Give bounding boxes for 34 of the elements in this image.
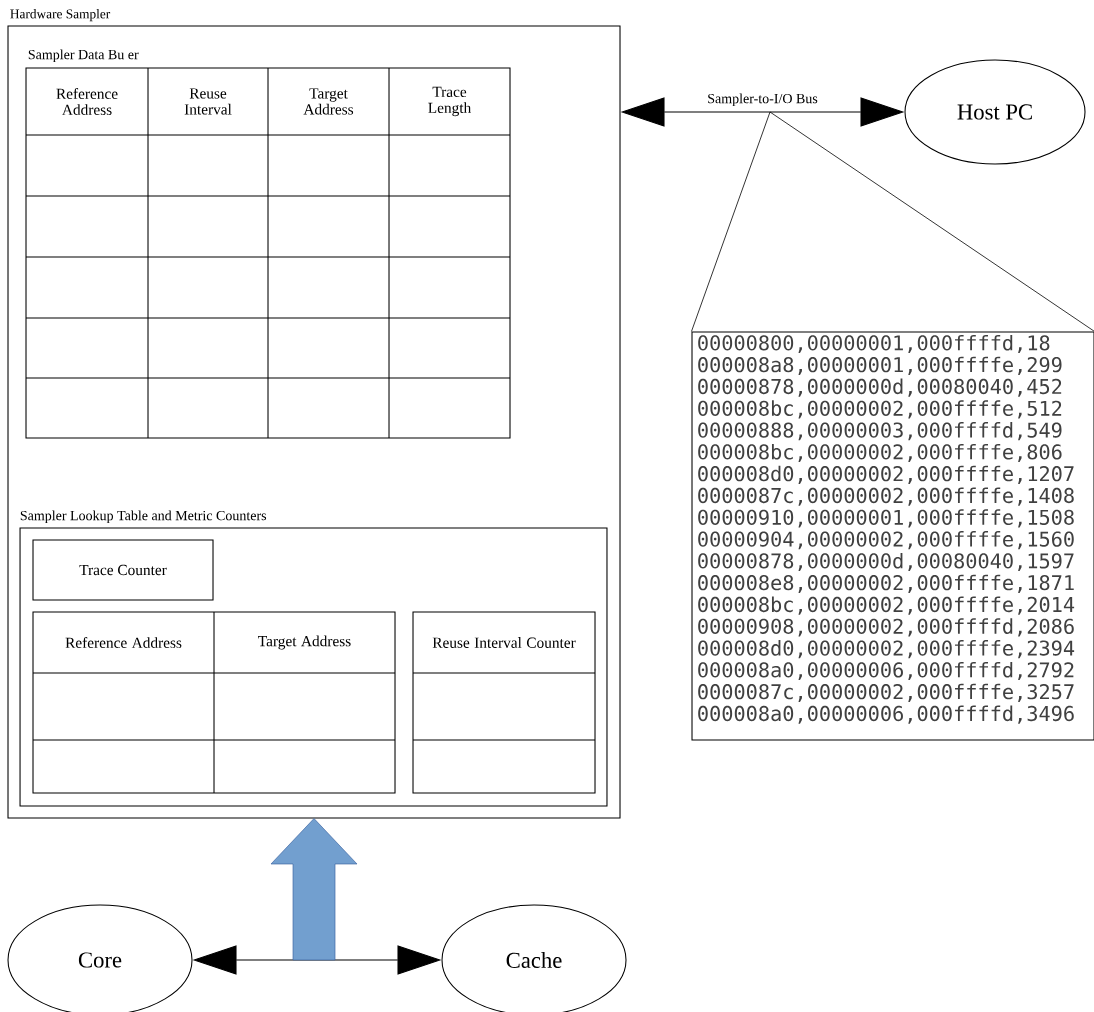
trace-line: 000008bc,00000002,000ffffe,512 bbox=[698, 400, 1062, 419]
trace-line: 000008a8,00000001,000ffffe,299 bbox=[698, 356, 1062, 375]
trace-line: 000008bc,00000002,000ffffe,2014 bbox=[698, 596, 1075, 615]
box-heading: Hardware Sampler bbox=[10, 9, 111, 22]
column-header: Reference Address bbox=[65, 637, 182, 648]
trace-line: 00000878,0000000d,00080040,452 bbox=[698, 378, 1062, 397]
trace-line: 00000878,0000000d,00080040,1597 bbox=[698, 552, 1074, 572]
column-header: Trace Length bbox=[428, 86, 472, 117]
trace-line: 00000904,00000002,000ffffe,1560 bbox=[698, 531, 1074, 550]
block-arrow bbox=[270, 818, 358, 961]
trace-line: 000008a0,00000006,000ffffd,2792 bbox=[698, 661, 1074, 681]
trace-line: 000008a0,00000006,000ffffd,3496 bbox=[698, 705, 1074, 724]
trace-line: 00000908,00000002,000ffffd,2086 bbox=[698, 618, 1074, 637]
ellipse-node: Host PC bbox=[904, 59, 1086, 165]
trace-line: 0000087c,00000002,000ffffe,3257 bbox=[698, 683, 1074, 702]
trace-line: 000008bc,00000002,000ffffe,806 bbox=[698, 443, 1062, 463]
leader-line bbox=[691, 111, 771, 332]
box-heading: Sampler Lookup Table and Metric Counters bbox=[20, 510, 267, 524]
trace-line: 000008d0,00000002,000ffffe,2394 bbox=[698, 640, 1075, 659]
trace-line: 00000800,00000001,000ffffd,18 bbox=[698, 334, 1050, 354]
column-header: Target Address bbox=[303, 88, 354, 115]
trace-line: 00000888,00000003,000ffffd,549 bbox=[698, 422, 1062, 441]
counter-box: Trace Counter bbox=[32, 539, 214, 601]
column-header: Reference Address bbox=[56, 88, 118, 115]
column-header: Reuse Interval bbox=[184, 88, 232, 115]
trace-line: 000008e8,00000002,000ffffe,1871 bbox=[698, 574, 1074, 593]
table-heading: Sampler Data Bu er bbox=[28, 49, 139, 63]
leader-line bbox=[769, 111, 1094, 332]
trace-line: 0000087c,00000002,000ffffe,1408 bbox=[698, 487, 1074, 506]
column-header: Target Address bbox=[258, 635, 351, 650]
trace-line: 00000910,00000001,000ffffe,1508 bbox=[698, 509, 1074, 528]
edge-label: Sampler-to-I/O Bus bbox=[708, 93, 818, 107]
column-header: Reuse Interval Counter bbox=[432, 637, 576, 648]
trace-line: 000008d0,00000002,000ffffe,1207 bbox=[698, 465, 1074, 484]
